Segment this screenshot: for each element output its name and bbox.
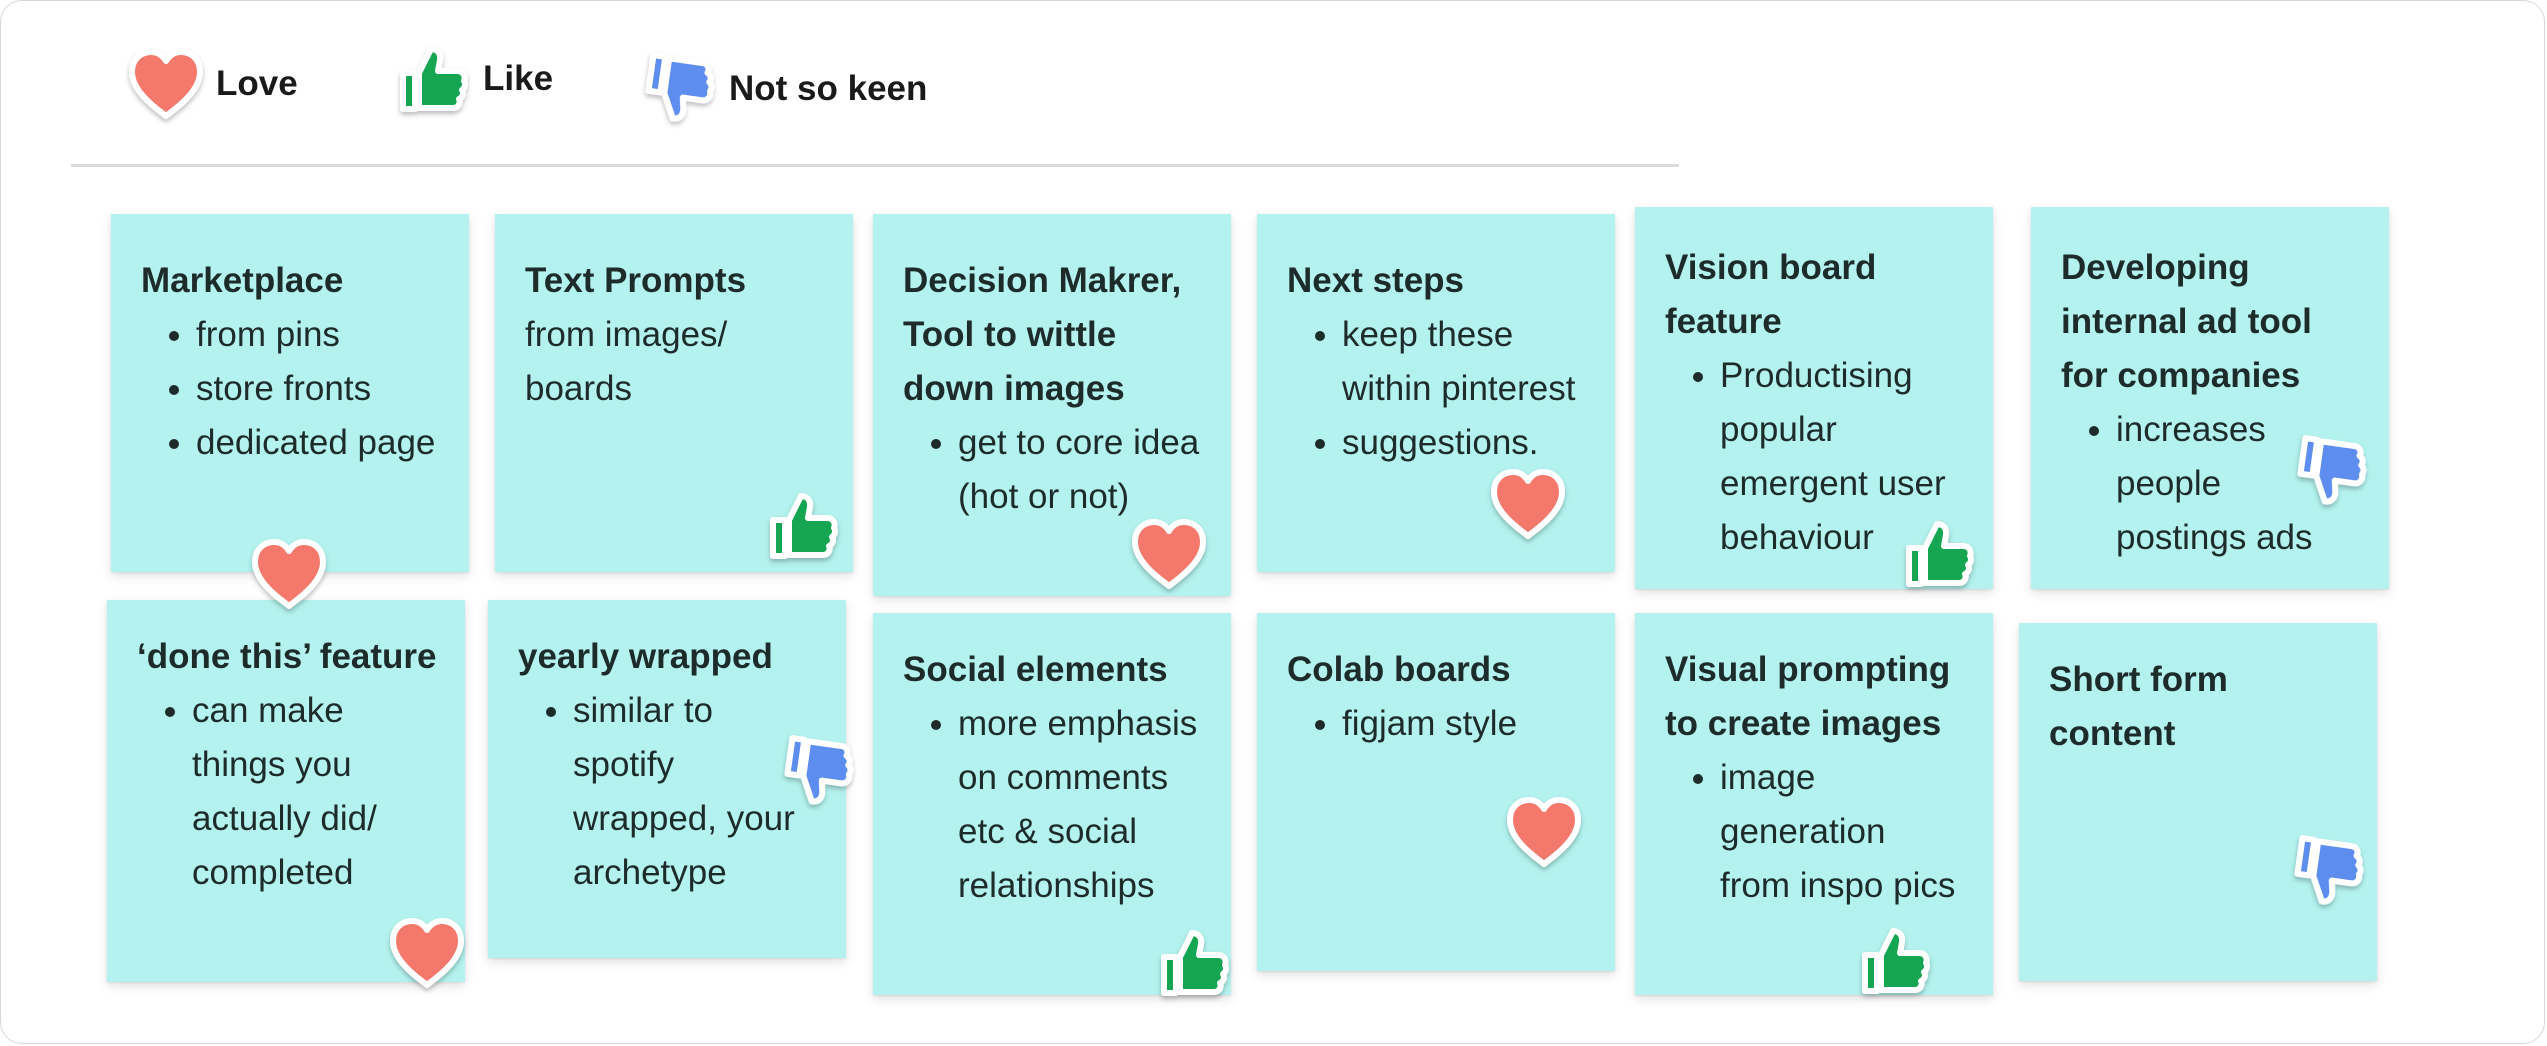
note-list: more emphasis on comments etc & social r…	[903, 697, 1203, 913]
sticky-note-text-prompts[interactable]: Text Prompts from images/ boards	[495, 214, 853, 572]
note-bullet: suggestions.	[1342, 416, 1587, 470]
note-bullet: keep these within pinterest	[1342, 308, 1587, 416]
sticky-note-visual-prompting[interactable]: Visual prompting to create images image …	[1635, 613, 1993, 995]
divider	[71, 164, 1679, 167]
thumbs-down-icon[interactable]	[778, 734, 858, 810]
sticky-note-short-form-content[interactable]: Short form content	[2019, 623, 2377, 981]
note-bullet: store fronts	[196, 362, 441, 416]
legend-love-label: Love	[216, 64, 298, 103]
sticky-note-colab-boards[interactable]: Colab boards figjam style	[1257, 613, 1615, 971]
note-list: similar to spotify wrapped, your archety…	[518, 684, 818, 900]
note-title: Decision Makrer, Tool to wittle down ima…	[903, 261, 1182, 408]
note-title: Short form content	[2049, 660, 2228, 753]
note-bullet: get to core idea (hot or not)	[958, 416, 1203, 524]
thumbs-down-icon	[639, 51, 719, 127]
note-body: from images/ boards	[525, 315, 728, 408]
legend-like-label: Like	[483, 59, 554, 98]
note-bullet: increases people postings ads	[2116, 403, 2361, 565]
heart-icon	[126, 46, 206, 122]
note-bullet: from pins	[196, 308, 441, 362]
note-title: Social elements	[903, 650, 1168, 689]
note-bullet: can make things you actually did/ comple…	[192, 684, 437, 900]
note-title: Colab boards	[1287, 650, 1511, 689]
sticky-note-social-elements[interactable]: Social elements more emphasis on comment…	[873, 613, 1231, 995]
thumbs-up-icon[interactable]	[1154, 925, 1234, 1001]
note-title: Vision board feature	[1665, 248, 1877, 341]
heart-icon[interactable]	[1129, 516, 1209, 592]
sticky-note-done-this[interactable]: ‘done this’ feature can make things you …	[107, 600, 465, 982]
note-list: increases people postings ads	[2061, 403, 2361, 565]
note-bullet: similar to spotify wrapped, your archety…	[573, 684, 818, 900]
note-list: from pins store fronts dedicated page	[141, 308, 441, 470]
thumbs-up-icon	[393, 41, 473, 117]
note-title: Text Prompts	[525, 261, 747, 300]
legend-love: Love	[126, 46, 298, 122]
note-list: keep these within pinterest suggestions.	[1287, 308, 1587, 470]
note-list: Productising popular emergent user behav…	[1665, 349, 1965, 565]
note-bullet: dedicated page	[196, 416, 441, 470]
sticky-note-marketplace[interactable]: Marketplace from pins store fronts dedic…	[111, 214, 469, 572]
legend-like: Like	[393, 41, 553, 117]
thumbs-up-icon[interactable]	[1899, 516, 1979, 592]
thumbs-up-icon[interactable]	[763, 488, 843, 564]
thumbs-down-icon[interactable]	[2291, 434, 2371, 510]
note-bullet: figjam style	[1342, 697, 1587, 751]
heart-icon[interactable]	[1504, 794, 1584, 870]
thumbs-up-icon[interactable]	[1855, 923, 1935, 999]
legend-not-so-keen-label: Not so keen	[729, 69, 928, 108]
note-title: Visual prompting to create images	[1665, 650, 1951, 743]
heart-icon[interactable]	[387, 915, 467, 991]
note-bullet: more emphasis on comments etc & social r…	[958, 697, 1203, 913]
note-title: yearly wrapped	[518, 637, 773, 676]
note-list: figjam style	[1287, 697, 1587, 751]
note-list: can make things you actually did/ comple…	[137, 684, 437, 900]
heart-icon[interactable]	[1488, 466, 1568, 542]
sticky-note-internal-ad-tool[interactable]: Developing internal ad tool for companie…	[2031, 207, 2389, 589]
note-title: Marketplace	[141, 261, 344, 300]
note-bullet: image generation from inspo pics	[1720, 751, 1965, 913]
sticky-note-yearly-wrapped[interactable]: yearly wrapped similar to spotify wrappe…	[488, 600, 846, 958]
thumbs-down-icon[interactable]	[2288, 834, 2368, 910]
note-title: ‘done this’ feature	[137, 637, 437, 676]
note-title: Next steps	[1287, 261, 1465, 300]
note-title: Developing internal ad tool for companie…	[2061, 248, 2312, 395]
legend-not-so-keen: Not so keen	[639, 51, 927, 127]
note-list: image generation from inspo pics	[1665, 751, 1965, 913]
note-list: get to core idea (hot or not)	[903, 416, 1203, 524]
heart-icon[interactable]	[249, 536, 329, 612]
note-bullet: Productising popular emergent user behav…	[1720, 349, 1965, 565]
